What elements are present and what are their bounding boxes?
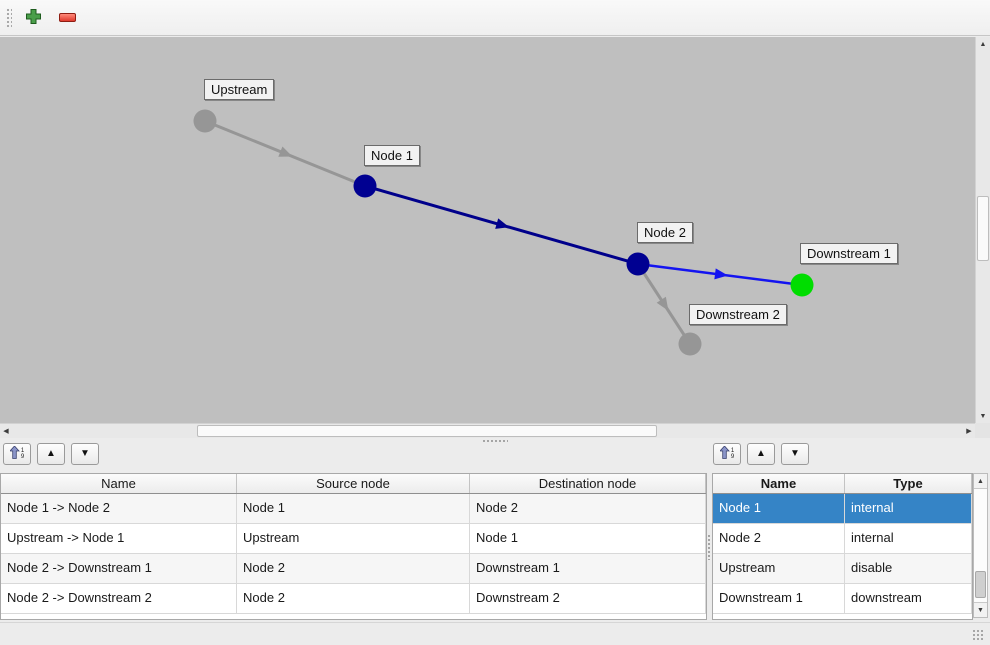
node-label-downstream2[interactable]: Downstream 2 (689, 304, 787, 325)
plus-icon (25, 8, 42, 28)
sort-digits-label: 1 9 (20, 448, 25, 460)
edges-table-cell[interactable]: Downstream 1 (470, 554, 706, 583)
edges-table-cell[interactable]: Upstream (237, 524, 470, 553)
graph-node-node2[interactable] (626, 252, 650, 276)
status-bar (0, 622, 990, 645)
graph-node-downstream1[interactable] (790, 273, 814, 297)
edges-move-up-button[interactable]: ▲ (37, 443, 65, 465)
edges-table-cell[interactable]: Node 2 (237, 584, 470, 613)
vertical-scroll-thumb[interactable] (977, 196, 989, 261)
edges-table-cell[interactable]: Node 2 -> Downstream 2 (1, 584, 237, 613)
vertical-splitter[interactable] (706, 473, 712, 620)
scroll-left-icon[interactable]: ◀ (0, 424, 12, 438)
nodes-panel-toolbar: 1 9 ▲ ▼ (713, 443, 815, 465)
graph-node-downstream2[interactable] (678, 332, 702, 356)
canvas-horizontal-scrollbar[interactable]: ◀ ▶ (0, 423, 975, 438)
horizontal-scroll-thumb[interactable] (197, 425, 657, 437)
horizontal-splitter[interactable] (0, 438, 990, 444)
nodes-table-column-header[interactable]: Name (713, 474, 845, 493)
down-arrow-icon: ▼ (790, 448, 800, 459)
table-scroll-thumb[interactable] (975, 571, 986, 598)
edges-table-cell[interactable]: Upstream -> Node 1 (1, 524, 237, 553)
nodes-move-down-button[interactable]: ▼ (781, 443, 809, 465)
edges-table-cell[interactable]: Node 1 (470, 524, 706, 553)
edges-table-column-header[interactable]: Source node (237, 474, 470, 493)
nodes-table-cell[interactable]: Downstream 1 (713, 584, 845, 613)
edges-table-column-header[interactable]: Destination node (470, 474, 706, 493)
scroll-down-icon[interactable]: ▼ (974, 602, 987, 617)
resize-grip-icon[interactable] (972, 629, 984, 641)
scroll-down-icon[interactable]: ▼ (976, 409, 990, 423)
nodes-table-column-header[interactable]: Type (845, 474, 972, 493)
splitter-grip-icon (482, 439, 508, 443)
minus-icon (58, 13, 76, 22)
down-arrow-icon: ▼ (80, 448, 90, 459)
remove-button[interactable] (54, 5, 80, 31)
edges-table-cell[interactable]: Node 2 (237, 554, 470, 583)
edges-panel-toolbar: 1 9 ▲ ▼ (3, 443, 105, 465)
edges-move-down-button[interactable]: ▼ (71, 443, 99, 465)
edge-arrow-icon (495, 218, 510, 229)
canvas-vertical-scrollbar[interactable]: ▲ ▼ (975, 37, 990, 423)
nodes-move-up-button[interactable]: ▲ (747, 443, 775, 465)
toolbar-drag-handle[interactable] (5, 6, 12, 29)
sort-ascending-icon (8, 445, 20, 462)
nodes-table-cell[interactable]: internal (845, 494, 972, 523)
nodes-table-cell[interactable]: downstream (845, 584, 972, 613)
scroll-right-icon[interactable]: ▶ (963, 424, 975, 438)
node-label-upstream[interactable]: Upstream (204, 79, 275, 100)
graph-svg (193, 109, 814, 356)
scrollbar-corner (975, 423, 990, 438)
sort-digits-label: 1 9 (730, 448, 735, 460)
edge-arrow-icon (278, 146, 293, 157)
edges-table-cell[interactable]: Node 1 (237, 494, 470, 523)
edge-arrow-icon (656, 296, 669, 311)
node-label-node1[interactable]: Node 1 (364, 145, 420, 166)
graph-node-node1[interactable] (353, 174, 377, 198)
node-label-downstream1[interactable]: Downstream 1 (800, 243, 898, 264)
main-toolbar (0, 0, 990, 36)
edge-arrow-icon (714, 268, 728, 280)
sort-ascending-icon (718, 445, 730, 462)
nodes-table-cell[interactable]: internal (845, 524, 972, 553)
edges-table-cell[interactable]: Node 2 -> Downstream 1 (1, 554, 237, 583)
up-arrow-icon: ▲ (756, 448, 766, 459)
node-label-node2[interactable]: Node 2 (637, 222, 693, 243)
edges-sort-button[interactable]: 1 9 (3, 443, 31, 465)
nodes-table-cell[interactable]: disable (845, 554, 972, 583)
scroll-up-icon[interactable]: ▲ (976, 37, 990, 51)
nodes-table-cell[interactable]: Upstream (713, 554, 845, 583)
up-arrow-icon: ▲ (46, 448, 56, 459)
graph-node-upstream[interactable] (193, 109, 217, 133)
nodes-table-scrollbar[interactable]: ▲ ▼ (973, 473, 988, 618)
edges-table-column-header[interactable]: Name (1, 474, 237, 493)
edges-table-cell[interactable]: Node 1 -> Node 2 (1, 494, 237, 523)
edges-table-cell[interactable]: Downstream 2 (470, 584, 706, 613)
scroll-up-icon[interactable]: ▲ (974, 474, 987, 489)
nodes-table-cell[interactable]: Node 1 (713, 494, 845, 523)
nodes-sort-button[interactable]: 1 9 (713, 443, 741, 465)
splitter-grip-icon (707, 533, 711, 560)
add-button[interactable] (20, 5, 46, 31)
nodes-table-cell[interactable]: Node 2 (713, 524, 845, 553)
edges-table-cell[interactable]: Node 2 (470, 494, 706, 523)
